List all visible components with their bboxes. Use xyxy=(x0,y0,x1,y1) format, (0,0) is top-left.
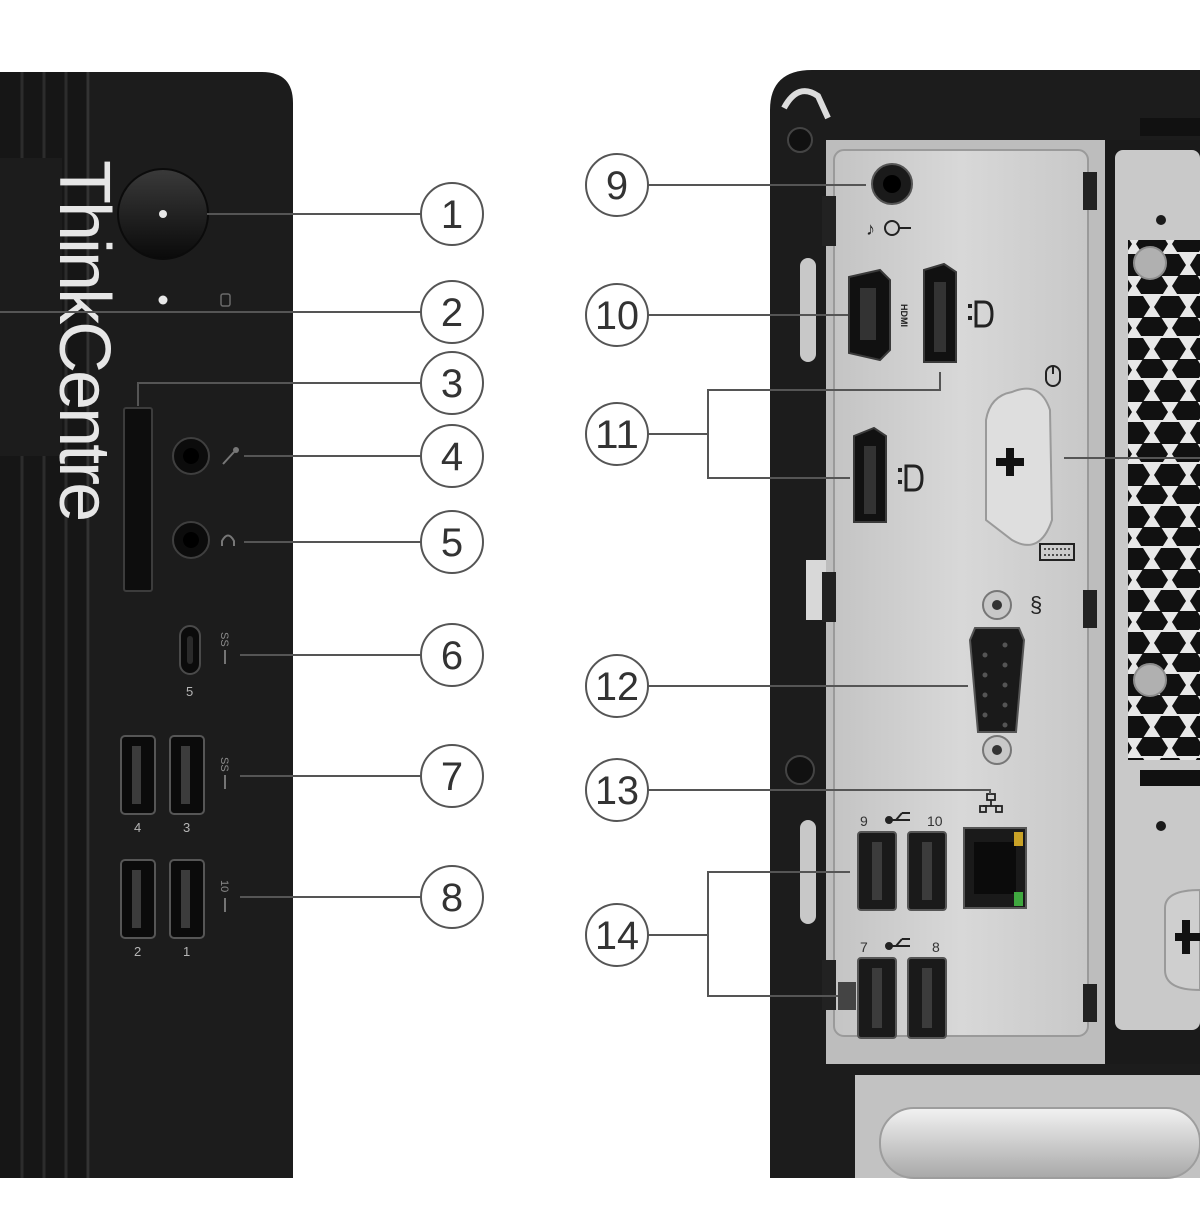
svg-text:10: 10 xyxy=(595,294,639,338)
svg-text:7: 7 xyxy=(441,755,463,799)
svg-text:5: 5 xyxy=(441,521,463,565)
callout-8: 8 xyxy=(420,865,484,929)
brand-logo-text: ThinkCentre xyxy=(44,160,124,519)
callout-2: 2 xyxy=(420,280,484,344)
svg-text:4: 4 xyxy=(441,435,463,479)
callout-1: 1 xyxy=(420,182,484,246)
callout-13: 13 xyxy=(585,758,649,822)
card-reader-slot[interactable] xyxy=(123,407,153,592)
usb-a-port-8[interactable] xyxy=(907,957,947,1039)
svg-text:13: 13 xyxy=(595,769,639,813)
svg-text:HDMI: HDMI xyxy=(899,304,909,327)
callout-3: 3 xyxy=(420,351,484,415)
usb-a-port-10[interactable] xyxy=(907,831,947,911)
usbc-port-number: 5 xyxy=(186,684,193,699)
front-panel: ThinkCentre xyxy=(0,72,293,1178)
usb-10-number: 10 xyxy=(927,813,943,829)
chassis-handle[interactable] xyxy=(879,1107,1200,1179)
usb-a-1-number: 1 xyxy=(183,944,190,959)
plus-icon-right xyxy=(1175,920,1200,954)
displayport-icon-1 xyxy=(968,300,994,328)
svg-text:1: 1 xyxy=(441,193,463,237)
svg-text:8: 8 xyxy=(441,876,463,920)
lan-port[interactable] xyxy=(963,827,1027,909)
hdmi-port[interactable] xyxy=(848,268,891,362)
usb-icon-8: 10 xyxy=(218,880,230,912)
usb-8-number: 8 xyxy=(932,939,940,955)
svg-text:10: 10 xyxy=(218,880,230,892)
serial-port[interactable] xyxy=(968,590,1026,765)
hdmi-icon: HDMI xyxy=(899,304,909,327)
usb-icon-rear-2 xyxy=(885,938,910,950)
svg-text:14: 14 xyxy=(595,914,639,958)
callout-9: 9 xyxy=(585,153,649,217)
displayport-port-2[interactable] xyxy=(853,426,887,523)
svg-text:♪: ♪ xyxy=(866,219,875,239)
svg-text:11: 11 xyxy=(595,413,639,457)
audio-out-jack[interactable] xyxy=(871,163,913,205)
drive-activity-icon xyxy=(220,293,231,307)
svg-text:9: 9 xyxy=(606,164,628,208)
rear-callout-lines xyxy=(648,184,1200,997)
svg-text:6: 6 xyxy=(441,634,463,678)
sd-card-small-icon xyxy=(838,982,856,1010)
usb-c-port[interactable] xyxy=(179,625,201,675)
svg-text:SS: SS xyxy=(218,757,230,772)
callout-12: 12 xyxy=(585,654,649,718)
callout-7: 7 xyxy=(420,744,484,808)
usb-7-number: 7 xyxy=(860,939,868,955)
usb-a-3-number: 3 xyxy=(183,820,190,835)
callout-4: 4 xyxy=(420,424,484,488)
usb-a-port-3[interactable] xyxy=(169,735,205,815)
usb-a-2-number: 2 xyxy=(134,944,141,959)
rear-panel: ♪ HDMI xyxy=(770,70,1200,1179)
svg-text:3: 3 xyxy=(441,362,463,406)
svg-text:SS: SS xyxy=(218,632,230,647)
serial-icon: § xyxy=(1030,592,1042,617)
usb-a-port-9[interactable] xyxy=(857,831,897,911)
usb-a-port-1[interactable] xyxy=(169,859,205,939)
usb-icon-rear-1 xyxy=(885,812,910,824)
mouse-icon xyxy=(1045,365,1061,387)
svg-text:2: 2 xyxy=(441,291,463,335)
audio-out-icon: ♪ xyxy=(866,219,911,239)
usb-a-port-2[interactable] xyxy=(120,859,156,939)
keyboard-icon xyxy=(1039,543,1075,561)
ps2-knockout xyxy=(985,387,1054,546)
headphone-icon xyxy=(221,534,235,546)
ss-usb-icon: SS xyxy=(218,632,230,664)
usb-a-4-number: 4 xyxy=(134,820,141,835)
usb-a-port-4[interactable] xyxy=(120,735,156,815)
power-button[interactable] xyxy=(117,168,209,260)
callout-10: 10 xyxy=(585,283,649,347)
lan-icon xyxy=(979,793,1003,813)
ss-usb-icon-7: SS xyxy=(218,757,230,789)
svg-text:§: § xyxy=(1030,592,1042,617)
front-callouts: 1 2 3 4 5 6 7 8 xyxy=(420,182,484,929)
front-callout-lines xyxy=(0,213,421,898)
callout-14: 14 xyxy=(585,903,649,967)
callout-6: 6 xyxy=(420,623,484,687)
usb-a-port-7[interactable] xyxy=(857,957,897,1039)
displayport-icon-2 xyxy=(898,464,924,492)
displayport-port-1[interactable] xyxy=(923,262,957,363)
callout-5: 5 xyxy=(420,510,484,574)
callout-11: 11 xyxy=(585,402,649,466)
svg-text:12: 12 xyxy=(595,665,639,709)
usb-9-number: 9 xyxy=(860,813,868,829)
microphone-jack[interactable] xyxy=(172,437,210,475)
headphone-jack[interactable] xyxy=(172,521,210,559)
power-led-icon xyxy=(158,295,168,305)
mic-icon xyxy=(222,447,239,465)
rear-callouts: 9 10 11 12 13 14 xyxy=(585,153,649,967)
